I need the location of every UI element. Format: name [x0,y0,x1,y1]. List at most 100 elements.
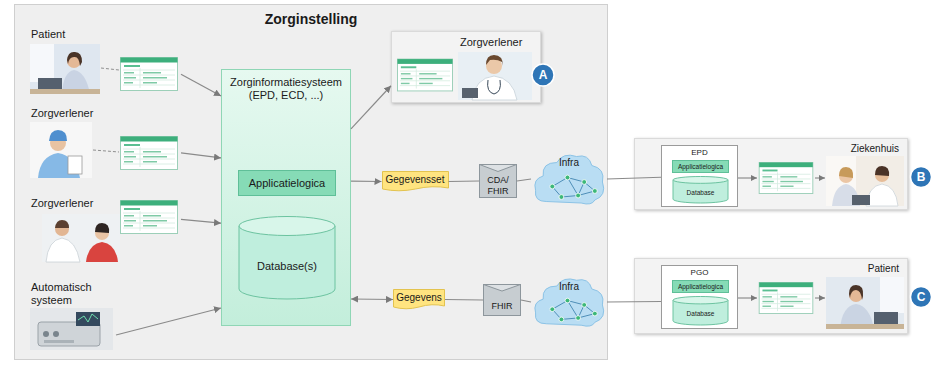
envelope-flap [480,165,517,172]
network-dot [576,193,581,198]
callout-holder: A [532,67,554,83]
callout-number: C [910,289,932,305]
nurse-photo [68,156,82,174]
consult-photo [95,223,109,233]
shape-outline [238,216,336,300]
network-dot [592,189,597,194]
network-dot [565,175,570,180]
callout-number: A [532,67,554,83]
node-label: Gegevensset [385,174,446,186]
connector-line [181,74,221,96]
nurse-photo [49,130,67,141]
hospital-photo [826,156,904,206]
node-label: Gegevens [396,292,442,304]
local-arrow [815,178,825,179]
connector-line [449,180,480,182]
node-label: Zorginstelling [23,11,599,27]
node-label: Database [674,189,727,196]
local-arrow [738,298,757,299]
node-label: EPD [664,148,735,157]
device-photo [76,312,100,326]
connector-line [116,308,221,335]
node-label: PGO [664,268,735,277]
document-icon [759,162,813,193]
connector-line [351,298,393,300]
message-envelope: FHIR [483,284,521,316]
document-icon [397,59,452,91]
callout-holder: C [910,289,932,305]
note-shape [382,172,448,191]
node-label: Automatisch systeem [31,281,106,306]
callout-holder: B [910,169,932,185]
dashed-link [93,150,119,152]
home-patient-photo [826,277,904,329]
dashed-link [93,68,119,152]
hospital-photo [866,184,898,206]
connector-line [445,299,483,301]
home-patient-photo [849,285,863,300]
node-label: FHIR [485,301,519,311]
node-label: Patient [635,263,899,275]
local-arrow [815,298,825,299]
connector-line [607,301,661,303]
patient-photo [38,78,62,90]
cylinder-top [673,297,728,304]
device-photo [44,340,74,343]
patient-photo [30,44,54,82]
network-dot [582,180,587,185]
callout-circle [532,64,554,86]
network-dot [565,298,570,303]
device-photo [78,314,98,322]
patient-photo [30,89,100,94]
document-icon [121,58,178,91]
system-box: EPDApplicatielogicaDatabase [661,145,738,207]
doctor-photo [458,52,532,100]
cylinder-body [239,226,335,299]
network-link [567,301,578,318]
database-cylinder: Database(s) [238,216,336,300]
callout-circle [532,64,932,308]
doctor-photo [486,55,503,66]
node-label: Zorgverlener [31,107,179,120]
node-label: Infra [533,157,605,169]
home-patient-photo [880,277,904,313]
network-link [567,178,578,196]
node-label: Zorgverlener [460,36,536,49]
network-dot [550,184,555,189]
network-cloud: Infra [531,149,607,209]
hospital-photo [826,156,904,206]
callout-circle [911,287,932,308]
envelope-flap [484,285,521,292]
patient-photo [30,44,100,94]
node-label: CDA/ FHIR [481,175,515,196]
information-system-box: Zorginformatiesysteem (EPD, ECD, ...)App… [221,69,351,326]
device-photo [43,331,49,337]
local-arrow [738,178,757,179]
cylinder-top [239,217,335,236]
callout-number: B [910,169,932,185]
document-icon [759,282,813,313]
dataset-note: Gegevensset [382,171,449,192]
home-patient-photo [874,312,898,325]
hospital-photo [852,195,870,205]
database-cylinder: Database [672,296,729,326]
home-patient-photo [826,277,904,329]
nurse-photo [30,122,92,178]
connector-line [521,300,531,302]
message-envelope: CDA/ FHIR [479,164,517,198]
node-label: Zorgverlener [31,197,179,210]
network-dot [592,311,597,316]
device-photo [30,308,113,350]
network-dot [559,195,564,200]
doctor-photo [462,88,478,98]
logic-box: Applicatielogica [672,280,729,293]
patient-photo [30,44,100,94]
callout-circle [911,167,932,188]
network-dot [582,303,587,308]
local-arrow [738,178,825,298]
node-label: Patient [31,28,179,41]
connector-line [181,219,221,223]
consult-photo [86,242,118,262]
network-cloud: Infra [531,273,607,331]
